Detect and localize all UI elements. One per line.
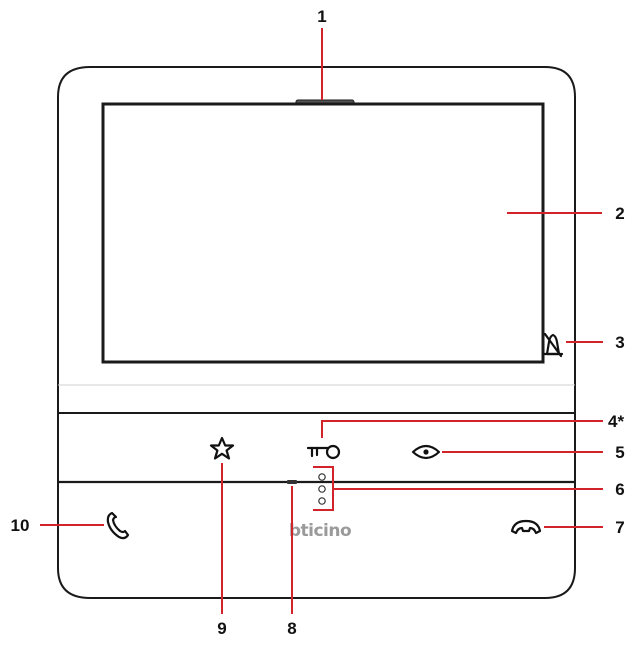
- led-2: [318, 485, 326, 493]
- hang-up-icon[interactable]: [510, 519, 542, 535]
- bell-off-icon[interactable]: [542, 332, 564, 358]
- eye-icon[interactable]: [411, 444, 441, 460]
- led-3: [318, 497, 326, 505]
- callout-6: 6: [615, 480, 624, 499]
- callout-1: 1: [317, 7, 326, 26]
- led-indicators: [318, 473, 326, 505]
- brand-logo: bticino: [289, 521, 351, 541]
- leader-4: [321, 420, 603, 438]
- callout-2: 2: [615, 204, 624, 223]
- callout-10: 10: [11, 516, 30, 535]
- callout-7: 7: [615, 518, 624, 537]
- led-1: [318, 473, 326, 481]
- callout-8: 8: [287, 619, 296, 638]
- key-icon[interactable]: [306, 444, 341, 460]
- microphone: [287, 480, 297, 484]
- callout-5: 5: [615, 443, 624, 462]
- callout-9: 9: [217, 619, 226, 638]
- callout-4: 4*: [608, 412, 624, 431]
- star-icon[interactable]: [209, 436, 235, 460]
- device-lower-housing: [57, 412, 576, 599]
- phone-answer-icon[interactable]: [106, 511, 130, 540]
- screen: [101, 102, 545, 364]
- callout-3: 3: [615, 333, 624, 352]
